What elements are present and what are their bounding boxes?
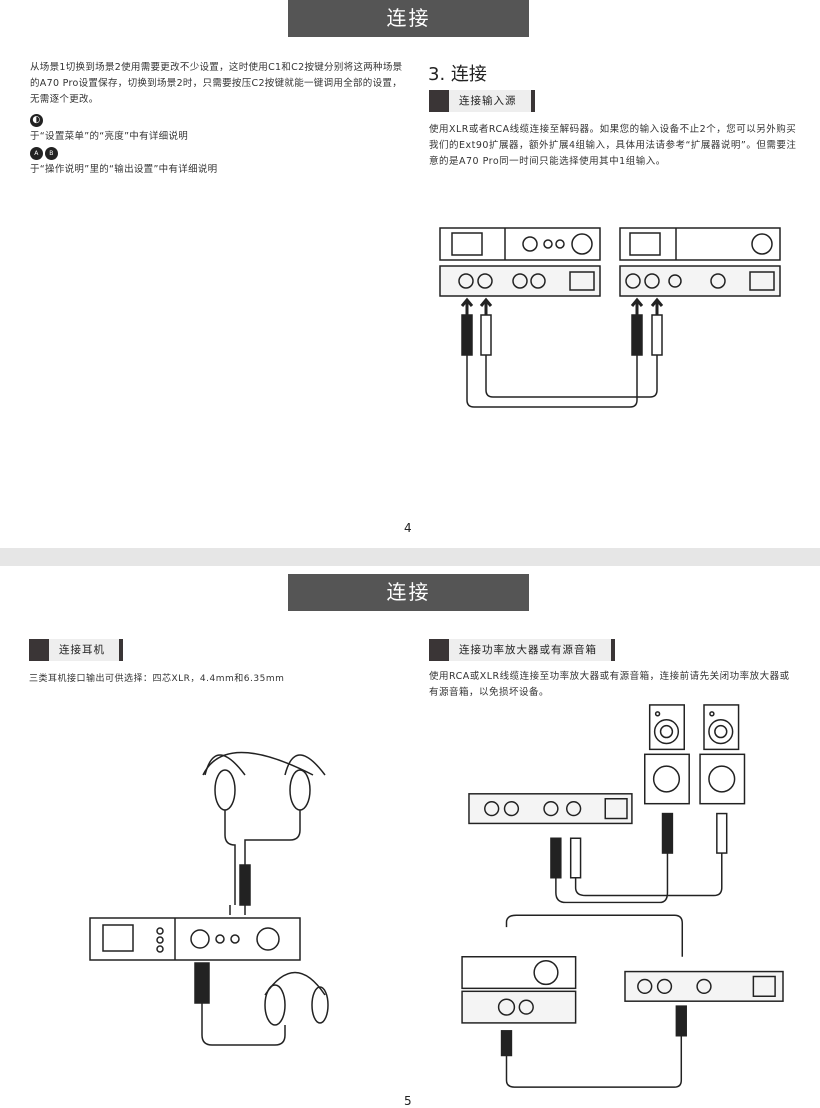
section-label-input: 连接输入源 bbox=[429, 90, 535, 112]
section-label-text: 连接耳机 bbox=[49, 639, 119, 661]
brightness-icon: ◐ bbox=[30, 114, 43, 127]
intro-text: 从场景1切换到场景2使用需要更改不少设置，这时使用C1和C2按键分别将这两种场景… bbox=[30, 62, 403, 105]
output-b-icon: B bbox=[45, 147, 58, 160]
brightness-icon-row: ◐ bbox=[30, 114, 405, 129]
amplifier-diagram bbox=[461, 704, 784, 1088]
headphones-text: 三类耳机接口输出可供选择：四芯XLR，4.4mm和6.35mm bbox=[29, 674, 285, 684]
page-number-4: 4 bbox=[404, 521, 412, 535]
page-number-5: 5 bbox=[404, 1094, 412, 1108]
page-separator bbox=[0, 548, 820, 566]
headphones-diagram bbox=[89, 751, 329, 1046]
scene-notes: 从场景1切换到场景2使用需要更改不少设置，这时使用C1和C2按键分别将这两种场景… bbox=[30, 60, 405, 178]
page-title-banner: 连接 bbox=[288, 0, 529, 37]
amplifier-text: 使用RCA或XLR线缆连接至功率放大器或有源音箱，连接前请先关闭功率放大器或有源… bbox=[429, 671, 790, 698]
section-label-headphones: 连接耳机 bbox=[29, 639, 123, 661]
input-connection-diagram bbox=[439, 227, 781, 408]
note-brightness: 于“设置菜单”的“亮度”中有详细说明 bbox=[30, 131, 189, 142]
page-title-banner-5: 连接 bbox=[288, 574, 529, 611]
section-label-text: 连接功率放大器或有源音箱 bbox=[449, 639, 611, 661]
section-heading: 3. 连接 bbox=[428, 64, 487, 85]
section-label-amplifier: 连接功率放大器或有源音箱 bbox=[429, 639, 615, 661]
section-label-text: 连接输入源 bbox=[449, 90, 531, 112]
output-a-icon: A bbox=[30, 147, 43, 160]
note-output: 于“操作说明”里的“输出设置”中有详细说明 bbox=[30, 164, 218, 175]
input-text: 使用XLR或者RCA线缆连接至解码器。如果您的输入设备不止2个，您可以另外购买我… bbox=[429, 124, 797, 167]
